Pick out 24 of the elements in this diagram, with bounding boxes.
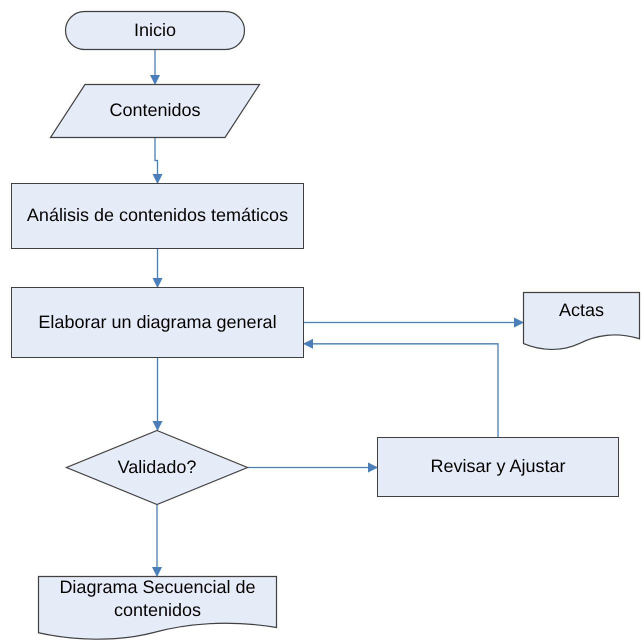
document-shape: [523, 292, 640, 352]
arrow: [248, 462, 378, 472]
arrow: [303, 338, 499, 437]
arrow: [152, 358, 162, 431]
node-label: Validado?: [118, 456, 196, 479]
process-box: [11, 287, 304, 358]
node-label: Contenidos: [109, 99, 201, 122]
node-label: Revisar y Ajustar: [430, 455, 566, 478]
node-label: Actas: [558, 299, 604, 322]
input-parallelogram: [50, 84, 260, 138]
node-label: Diagrama Secuencial de contenidos: [58, 576, 257, 622]
terminator-shape: [65, 11, 245, 50]
arrow: [152, 138, 162, 184]
node-label: Análisis de contenidos temáticos: [26, 204, 288, 228]
process-box: [377, 437, 619, 497]
node-label: Elaborar un diagrama general: [38, 310, 277, 334]
node-label: Inicio: [134, 18, 176, 42]
arrow: [150, 50, 160, 85]
decision-diamond: [66, 430, 248, 505]
arrow: [304, 318, 524, 328]
document-shape: [38, 576, 277, 642]
process-box: [11, 183, 304, 249]
arrow: [152, 505, 162, 577]
arrow: [152, 249, 162, 288]
